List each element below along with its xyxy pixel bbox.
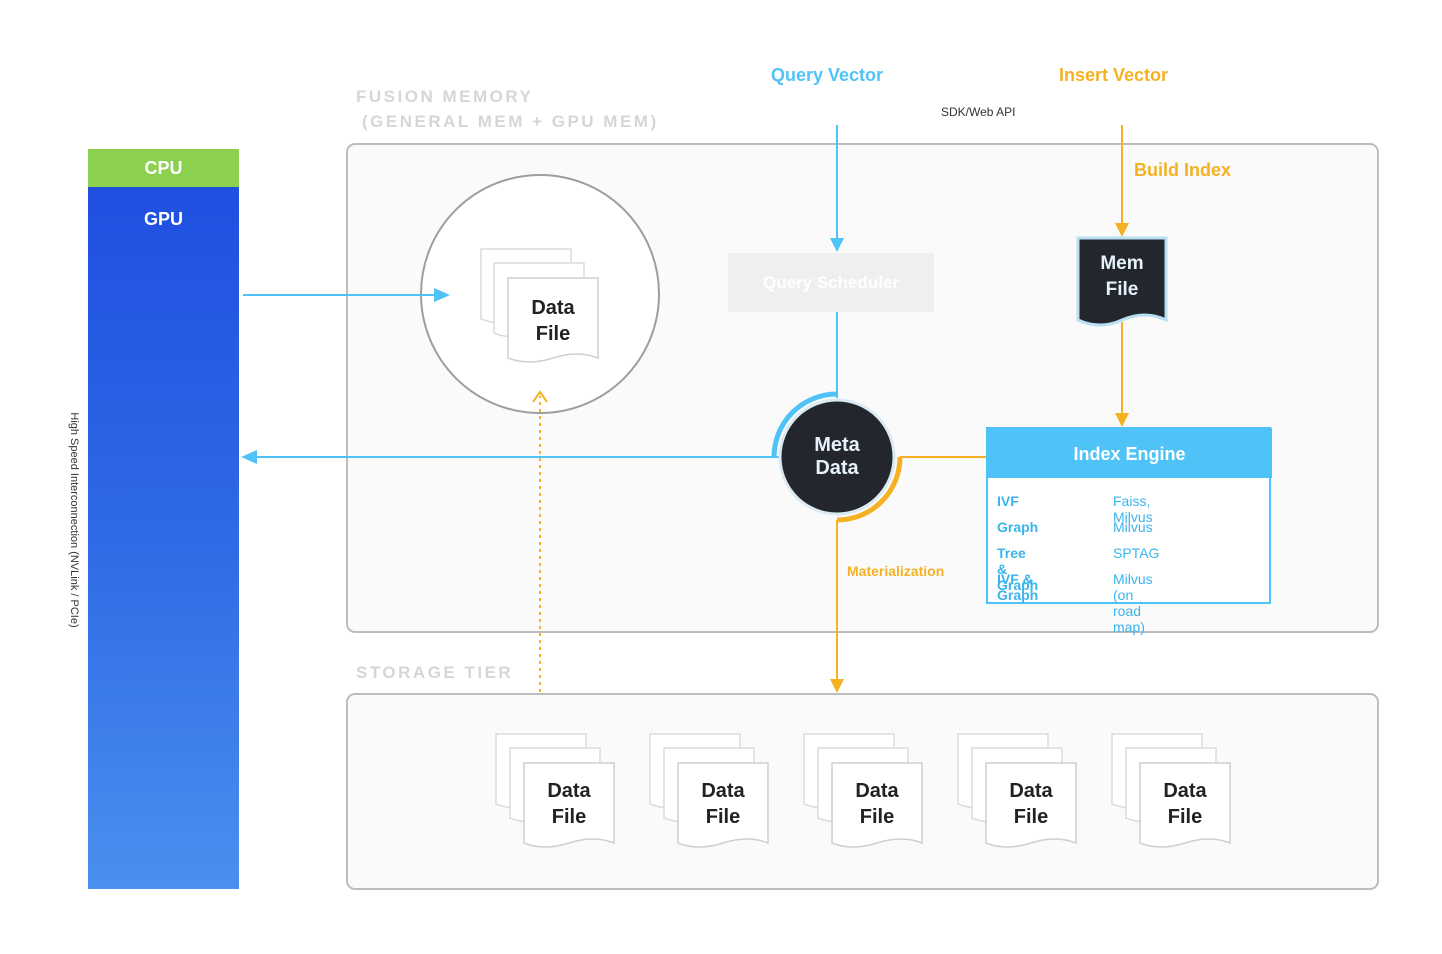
meta-data-line2: Data <box>815 457 859 479</box>
meta-blue-arc <box>771 391 838 458</box>
storage-file-line2: File <box>551 806 587 828</box>
arrow-to-cache <box>434 288 450 302</box>
storage-file-line2: File <box>859 806 895 828</box>
arrow-to-gpu <box>241 450 257 464</box>
index-impl: Faiss, Milvus <box>1113 493 1153 525</box>
gpu-block: GPU <box>88 187 239 889</box>
storage-data-file-label: Data File <box>832 778 922 830</box>
query-scheduler: Query Scheduler <box>728 253 934 312</box>
cached-data-file-line2: File <box>535 323 571 345</box>
meta-orange-arc <box>836 456 903 523</box>
arrow-materialization <box>830 679 844 693</box>
index-type: IVF & Graph <box>997 571 1039 603</box>
meta-data-node <box>778 398 896 516</box>
arrow-insert-in <box>1115 223 1129 237</box>
storage-file-line1: Data <box>1163 780 1207 802</box>
storage-file-line2: File <box>705 806 741 828</box>
storage-data-file-label: Data File <box>678 778 768 830</box>
materialization-label: Materialization <box>847 563 945 579</box>
index-impl: Milvus (on road map) <box>1113 571 1153 635</box>
index-type: Graph <box>997 519 1039 535</box>
cached-data-file-label: Data File <box>508 295 598 347</box>
cpu-block: CPU <box>88 149 239 187</box>
mem-file-line2: File <box>1105 279 1139 300</box>
build-index-label: Build Index <box>1134 160 1232 180</box>
index-type: Tree & Graph <box>997 545 1039 593</box>
storage-file-line2: File <box>1167 806 1203 828</box>
gpu-label: GPU <box>143 209 183 229</box>
fusion-memory-title: FUSION MEMORY <box>356 87 534 106</box>
storage-file-line1: Data <box>701 780 745 802</box>
storage-data-file-label: Data File <box>986 778 1076 830</box>
index-engine-title: Index Engine <box>987 428 1272 478</box>
load-chevron <box>532 390 548 403</box>
index-impl: Milvus <box>1113 519 1153 535</box>
storage-file-line1: Data <box>855 780 899 802</box>
storage-file-line1: Data <box>547 780 591 802</box>
cached-data-file-line1: Data <box>531 297 575 319</box>
arrow-query-in <box>830 238 844 252</box>
index-impl: SPTAG <box>1113 545 1160 561</box>
meta-data-label: Meta Data <box>780 434 894 480</box>
storage-file-line2: File <box>1013 806 1049 828</box>
index-type: IVF <box>997 493 1019 509</box>
interconnect-label: High Speed Interconnection (NVLink / PCI… <box>68 412 80 628</box>
storage-data-file-label: Data File <box>1140 778 1230 830</box>
sdk-label: SDK/Web API <box>941 105 1016 119</box>
insert-vector-label: Insert Vector <box>1059 65 1169 85</box>
meta-data-line1: Meta <box>814 434 860 456</box>
mem-file-doc <box>1076 236 1168 327</box>
mem-file-label: Mem File <box>1078 251 1166 303</box>
storage-file-line1: Data <box>1009 780 1053 802</box>
cpu-label: CPU <box>144 158 183 178</box>
mem-file-line1: Mem <box>1100 253 1144 274</box>
arrow-to-engine <box>1115 413 1129 427</box>
storage-data-file-label: Data File <box>524 778 614 830</box>
query-vector-label: Query Vector <box>771 65 884 85</box>
fusion-memory-subtitle: (GENERAL MEM + GPU MEM) <box>362 112 659 131</box>
storage-tier-title: STORAGE TIER <box>356 663 514 682</box>
